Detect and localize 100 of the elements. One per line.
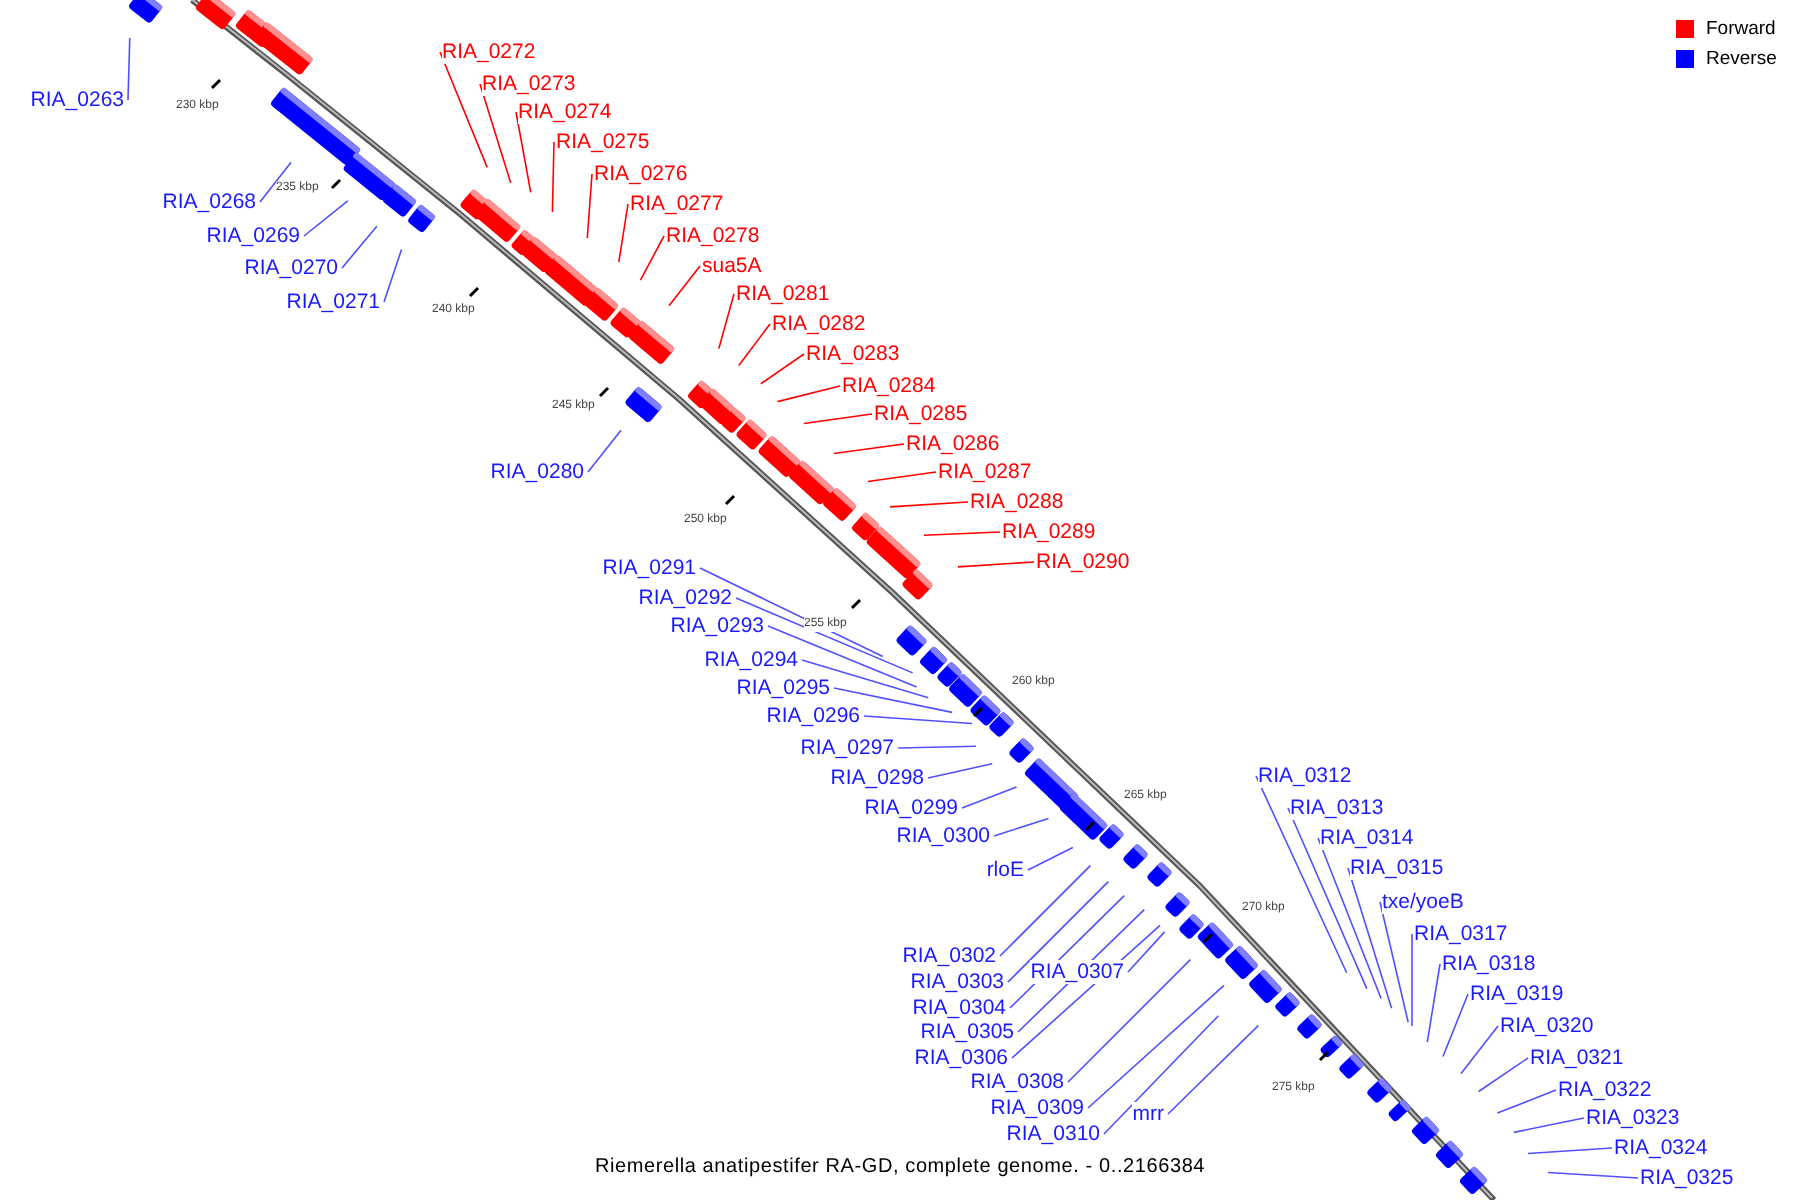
gene-label: RIA_0282 — [772, 312, 866, 336]
leader-line — [1379, 901, 1409, 1023]
leader-line — [1426, 963, 1441, 1043]
leader-line — [767, 625, 918, 688]
gene-label: RIA_0312 — [1258, 764, 1352, 788]
leader-line — [1347, 867, 1393, 1010]
gene-label: RIA_0324 — [1614, 1136, 1708, 1160]
gene-label: RIA_0272 — [442, 40, 536, 64]
gene-label: RIA_0283 — [806, 342, 900, 366]
gene-label: RIA_0309 — [990, 1096, 1084, 1120]
leader-line — [1527, 1147, 1613, 1155]
gene-label: RIA_0321 — [1530, 1046, 1624, 1070]
leader-line — [1007, 880, 1110, 983]
leader-line — [639, 235, 665, 281]
leader-line — [957, 561, 1035, 568]
leader-line — [923, 531, 1001, 537]
leader-line — [718, 293, 735, 350]
gene-label: RIA_0290 — [1036, 550, 1130, 574]
gene-label: RIA_0268 — [162, 190, 256, 214]
gene-label: RIA_0270 — [244, 256, 338, 280]
gene-label: RIA_0307 — [1030, 960, 1124, 984]
leader-line — [383, 248, 403, 303]
gene-label: RIA_0273 — [482, 72, 576, 96]
leader-line — [833, 687, 953, 714]
gene-label: RIA_0313 — [1290, 796, 1384, 820]
gene-label: RIA_0323 — [1586, 1106, 1680, 1130]
gene-label: RIA_0310 — [1006, 1122, 1100, 1146]
gene-label: RIA_0288 — [970, 490, 1064, 514]
leader-line — [1411, 933, 1413, 1027]
gene-label: RIA_0280 — [490, 460, 584, 484]
leader-line — [1317, 837, 1382, 1000]
caption: Riemerella anatipestifer RA-GD, complete genome. - 0..2166384 — [592, 1156, 1208, 1178]
leader-line — [127, 37, 131, 101]
gene-label: RIA_0299 — [864, 796, 958, 820]
leader-line — [897, 745, 977, 749]
gene-label: RIA_0322 — [1558, 1078, 1652, 1102]
gene-label: RIA_0319 — [1470, 982, 1564, 1006]
gene-label: RIA_0293 — [670, 614, 764, 638]
gene-label: sua5A — [702, 254, 762, 278]
gene-label: RIA_0315 — [1350, 856, 1444, 880]
gene-label: RIA_0305 — [920, 1020, 1014, 1044]
gene-label: RIA_0314 — [1320, 826, 1414, 850]
leader-line — [1103, 1014, 1220, 1135]
gene-label: RIA_0289 — [1002, 520, 1096, 544]
gene-label: RIA_0304 — [912, 996, 1006, 1020]
leader-line — [801, 659, 930, 699]
leader-line — [259, 161, 292, 203]
leader-line — [993, 817, 1050, 837]
legend-label: Forward — [1706, 18, 1776, 40]
gene-label: RIA_0300 — [896, 824, 990, 848]
leader-line — [1477, 1057, 1529, 1093]
gene-label: RIA_0277 — [630, 192, 724, 216]
gene-label: RIA_0295 — [736, 676, 830, 700]
leader-line — [551, 141, 555, 213]
gene-label: RIA_0269 — [206, 224, 300, 248]
leader-line — [341, 225, 378, 269]
gene-label: txe/yoeB — [1382, 890, 1464, 914]
leader-line — [1087, 984, 1225, 1109]
leader-line — [1167, 1024, 1260, 1115]
leader-line — [479, 83, 512, 184]
leader-line — [618, 203, 629, 264]
leader-line — [1442, 993, 1469, 1058]
leader-line — [961, 786, 1018, 809]
leader-line — [867, 471, 937, 483]
gene-label: RIA_0284 — [842, 374, 936, 398]
gene-label: RIA_0318 — [1442, 952, 1536, 976]
gene-label: RIA_0302 — [902, 944, 996, 968]
gene-label: RIA_0278 — [666, 224, 760, 248]
leader-line — [303, 200, 349, 237]
leader-line — [889, 501, 969, 508]
leader-line — [833, 443, 905, 455]
gene-label: RIA_0287 — [938, 460, 1032, 484]
gene-label: RIA_0303 — [910, 970, 1004, 994]
leader-line — [587, 429, 622, 473]
leader-line — [738, 323, 771, 367]
leader-line — [1287, 807, 1368, 990]
gene-label: RIA_0276 — [594, 162, 688, 186]
leader-line — [1547, 1171, 1639, 1179]
leader-line — [515, 111, 532, 194]
gene-label: RIA_0281 — [736, 282, 830, 306]
gene-label: RIA_0275 — [556, 130, 650, 154]
gene-label: RIA_0263 — [30, 88, 124, 112]
leader-line — [1027, 846, 1074, 871]
leader-line — [1496, 1089, 1557, 1114]
gene-label: RIA_0271 — [286, 290, 380, 314]
leader-line — [776, 385, 841, 403]
leader-line — [1127, 931, 1166, 973]
gene-label: RIA_0292 — [638, 586, 732, 610]
leader-line — [699, 567, 884, 658]
leader-line — [863, 715, 973, 725]
leader-line — [999, 864, 1092, 957]
leader-line — [760, 353, 805, 385]
gene-label: mrr — [1132, 1102, 1164, 1126]
gene-label: RIA_0285 — [874, 402, 968, 426]
gene-label: RIA_0306 — [914, 1046, 1008, 1070]
leader-line — [735, 597, 914, 674]
gene-label: RIA_0291 — [602, 556, 696, 580]
gene-label: RIA_0298 — [830, 766, 924, 790]
gene-label: RIA_0286 — [906, 432, 1000, 456]
leader-line — [927, 762, 993, 779]
